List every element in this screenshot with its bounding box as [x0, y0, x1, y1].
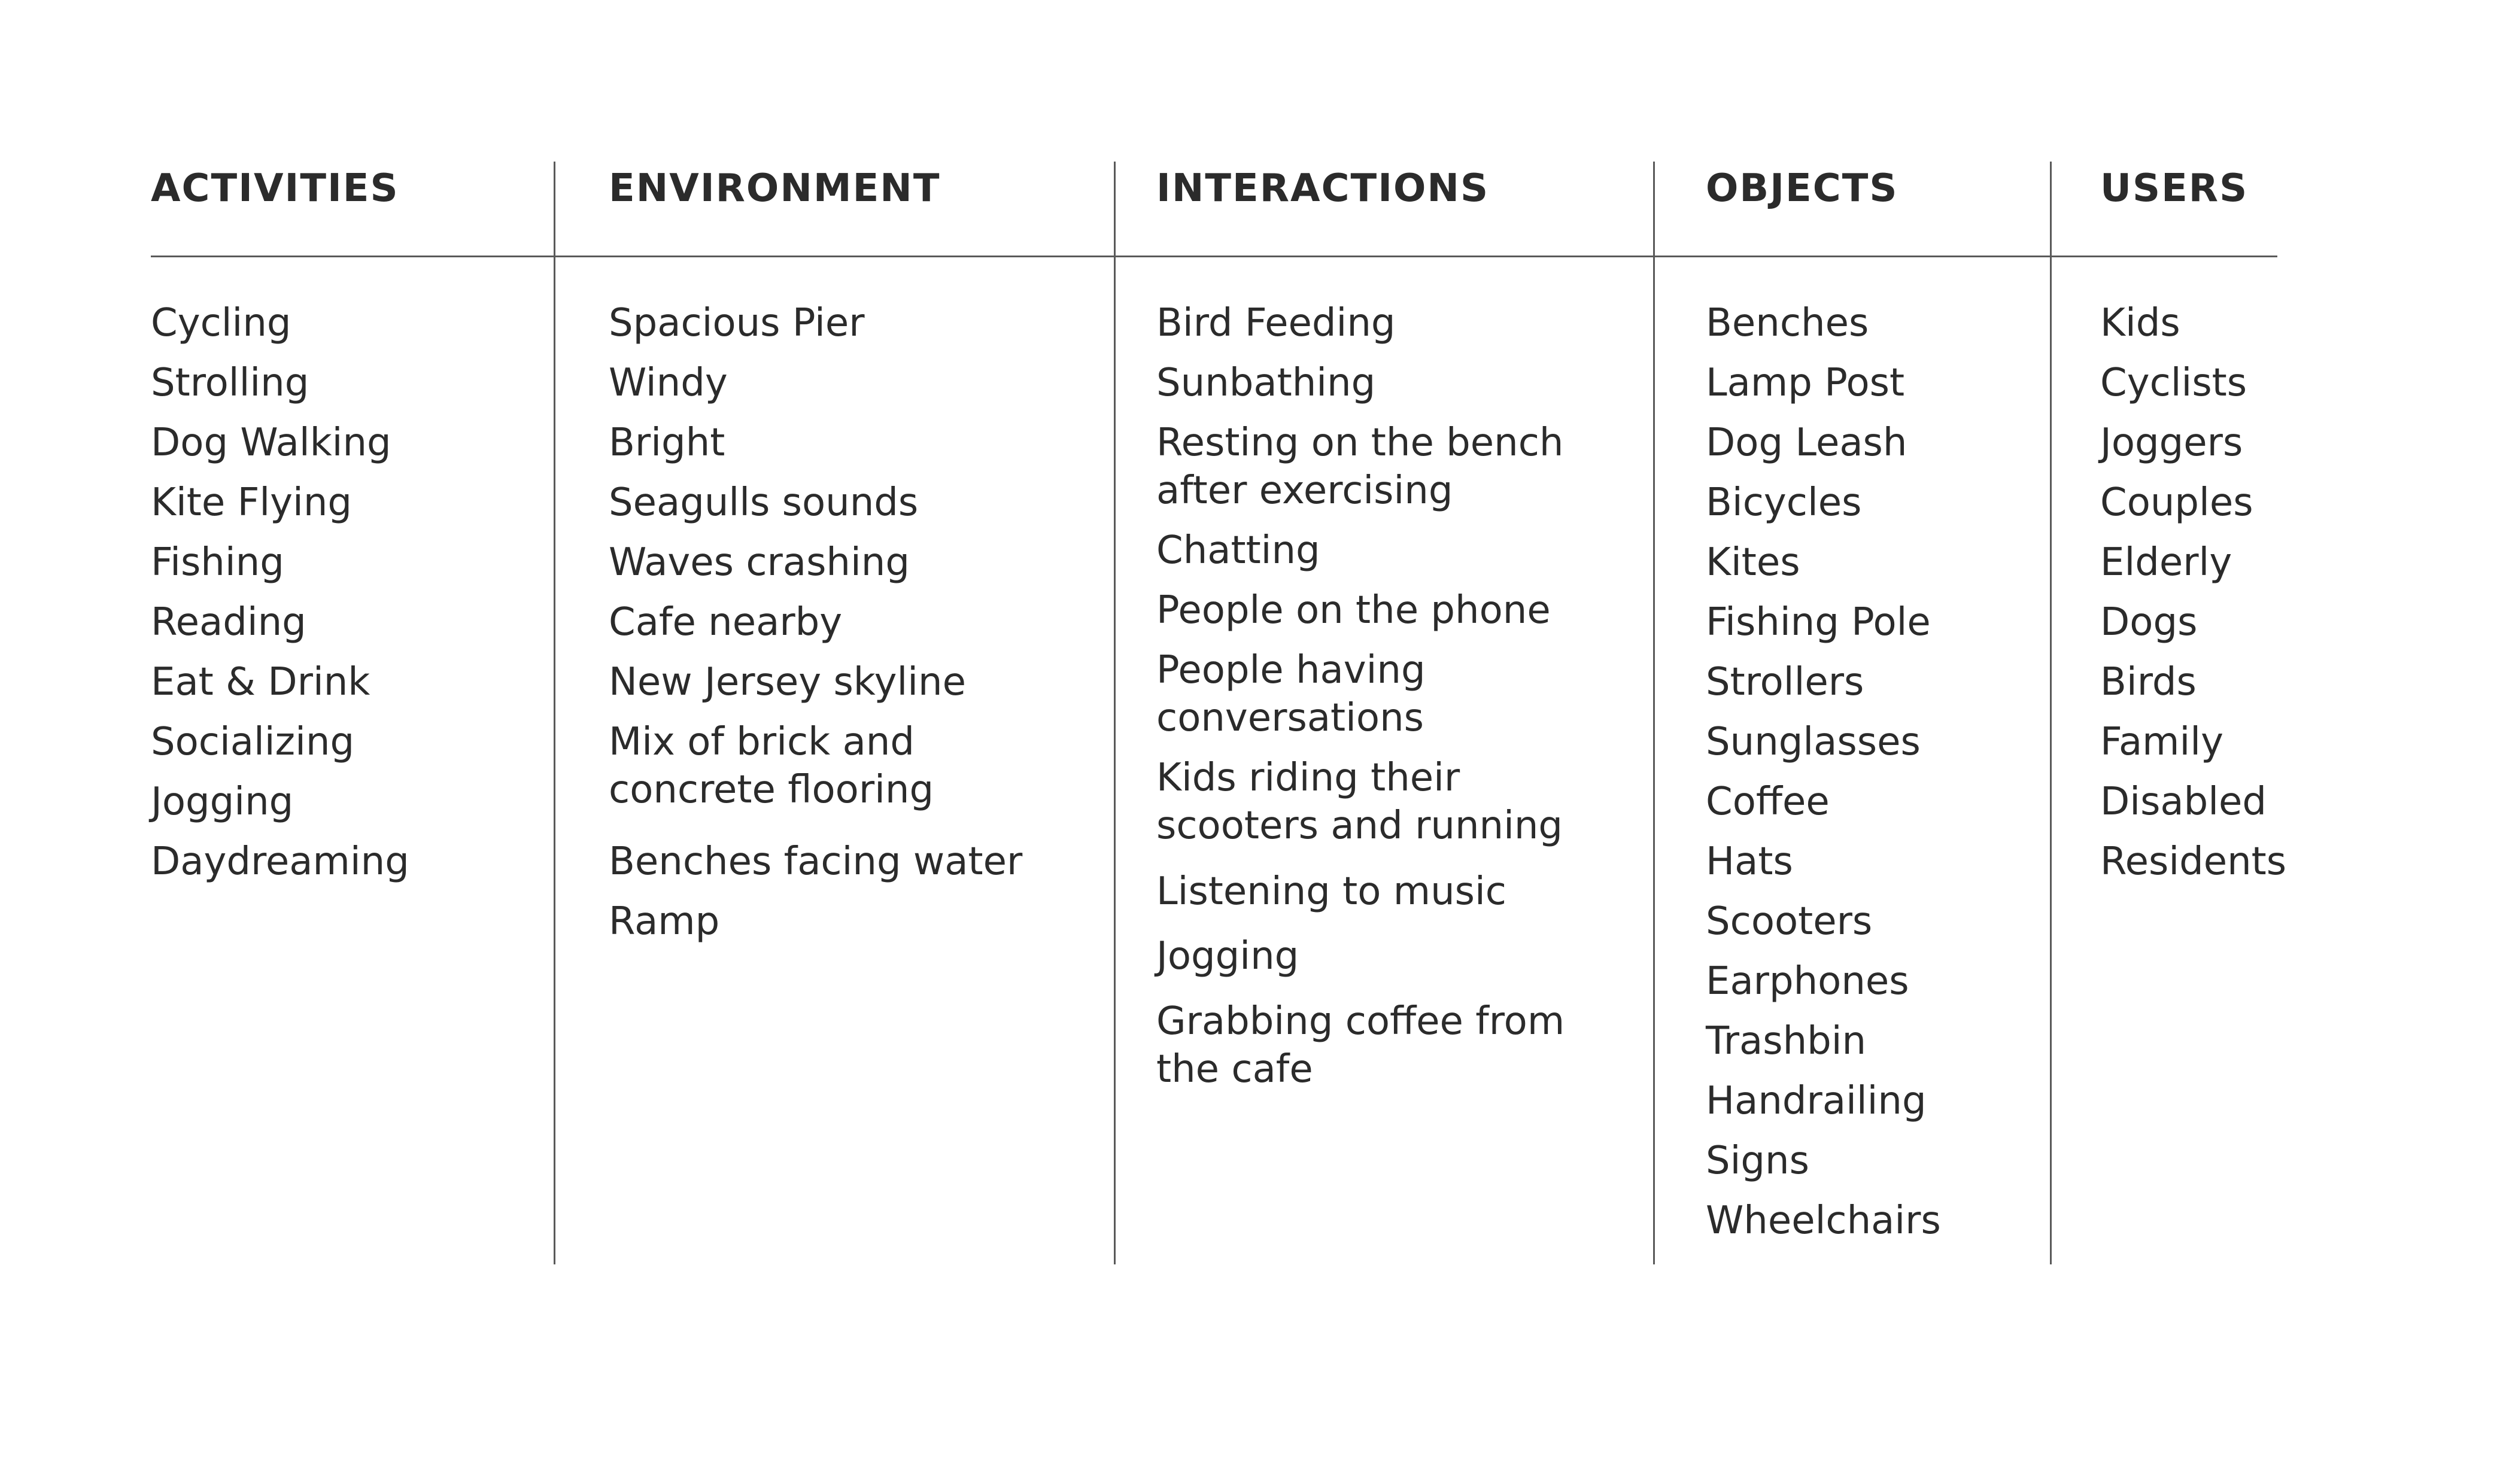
list-item: Cycling	[151, 301, 291, 345]
column-divider	[2050, 162, 2052, 1264]
column-header: ENVIRONMENT	[609, 166, 941, 211]
list-item: Kids	[2100, 301, 2180, 345]
column-header: OBJECTS	[1706, 166, 1898, 211]
list-item: Signs	[1706, 1139, 1809, 1183]
list-item: Elderly	[2100, 540, 2232, 585]
list-item: Chatting	[1156, 528, 1320, 573]
column-divider	[554, 162, 555, 1264]
list-item: Kites	[1706, 540, 1800, 585]
list-item: Daydreaming	[151, 840, 409, 884]
list-item: Sunbathing	[1156, 361, 1376, 405]
column-header: ACTIVITIES	[151, 166, 399, 211]
list-item: Windy	[609, 361, 728, 405]
list-item: Bright	[609, 421, 725, 465]
list-item: Scooters	[1706, 899, 1873, 944]
list-item: Disabled	[2100, 780, 2267, 824]
list-item: Benches	[1706, 301, 1869, 345]
list-item: Sunglasses	[1706, 720, 1921, 764]
list-item: Eat & Drink	[151, 660, 370, 704]
list-item: Jogging	[151, 780, 294, 824]
list-item: Listening to music	[1156, 869, 1506, 914]
list-item: Waves crashing	[609, 540, 910, 585]
list-item: Bird Feeding	[1156, 301, 1396, 345]
list-item: Benches facing water	[609, 840, 1023, 884]
list-item: Coffee	[1706, 780, 1830, 824]
list-item: Joggers	[2100, 421, 2243, 465]
list-item: Reading	[151, 600, 306, 644]
list-item: New Jersey skyline	[609, 660, 966, 704]
list-item: Kite Flying	[151, 481, 352, 525]
list-item: Dog Leash	[1706, 421, 1907, 465]
list-item: Birds	[2100, 660, 2197, 704]
list-item: Strolling	[151, 361, 309, 405]
list-item: Fishing	[151, 540, 284, 585]
list-item: Ramp	[609, 899, 720, 944]
column-divider	[1653, 162, 1655, 1264]
list-item: Dogs	[2100, 600, 2198, 644]
list-item: Strollers	[1706, 660, 1864, 704]
list-item: Family	[2100, 720, 2223, 764]
list-item: Trashbin	[1706, 1019, 1867, 1063]
list-item: Lamp Post	[1706, 361, 1905, 405]
list-item: People on the phone	[1156, 588, 1551, 632]
list-item: Handrailing	[1706, 1079, 1927, 1123]
column-divider	[1114, 162, 1116, 1264]
column-header: INTERACTIONS	[1156, 166, 1490, 211]
list-item: Dog Walking	[151, 421, 391, 465]
list-item: Bicycles	[1706, 481, 1862, 525]
list-item: Socializing	[151, 720, 355, 764]
list-item: Seagulls sounds	[609, 481, 919, 525]
list-item: Jogging	[1156, 934, 1299, 978]
list-item: Residents	[2100, 840, 2287, 884]
list-item: Fishing Pole	[1706, 600, 1931, 644]
list-item: Couples	[2100, 481, 2253, 525]
list-item: Cafe nearby	[609, 600, 843, 644]
list-item: Spacious Pier	[609, 301, 865, 345]
list-item: Cyclists	[2100, 361, 2247, 405]
list-item: Wheelchairs	[1706, 1199, 1941, 1243]
header-divider	[151, 256, 2277, 257]
column-header: USERS	[2100, 166, 2249, 211]
list-item: Earphones	[1706, 959, 1909, 1003]
list-item: Hats	[1706, 840, 1793, 884]
